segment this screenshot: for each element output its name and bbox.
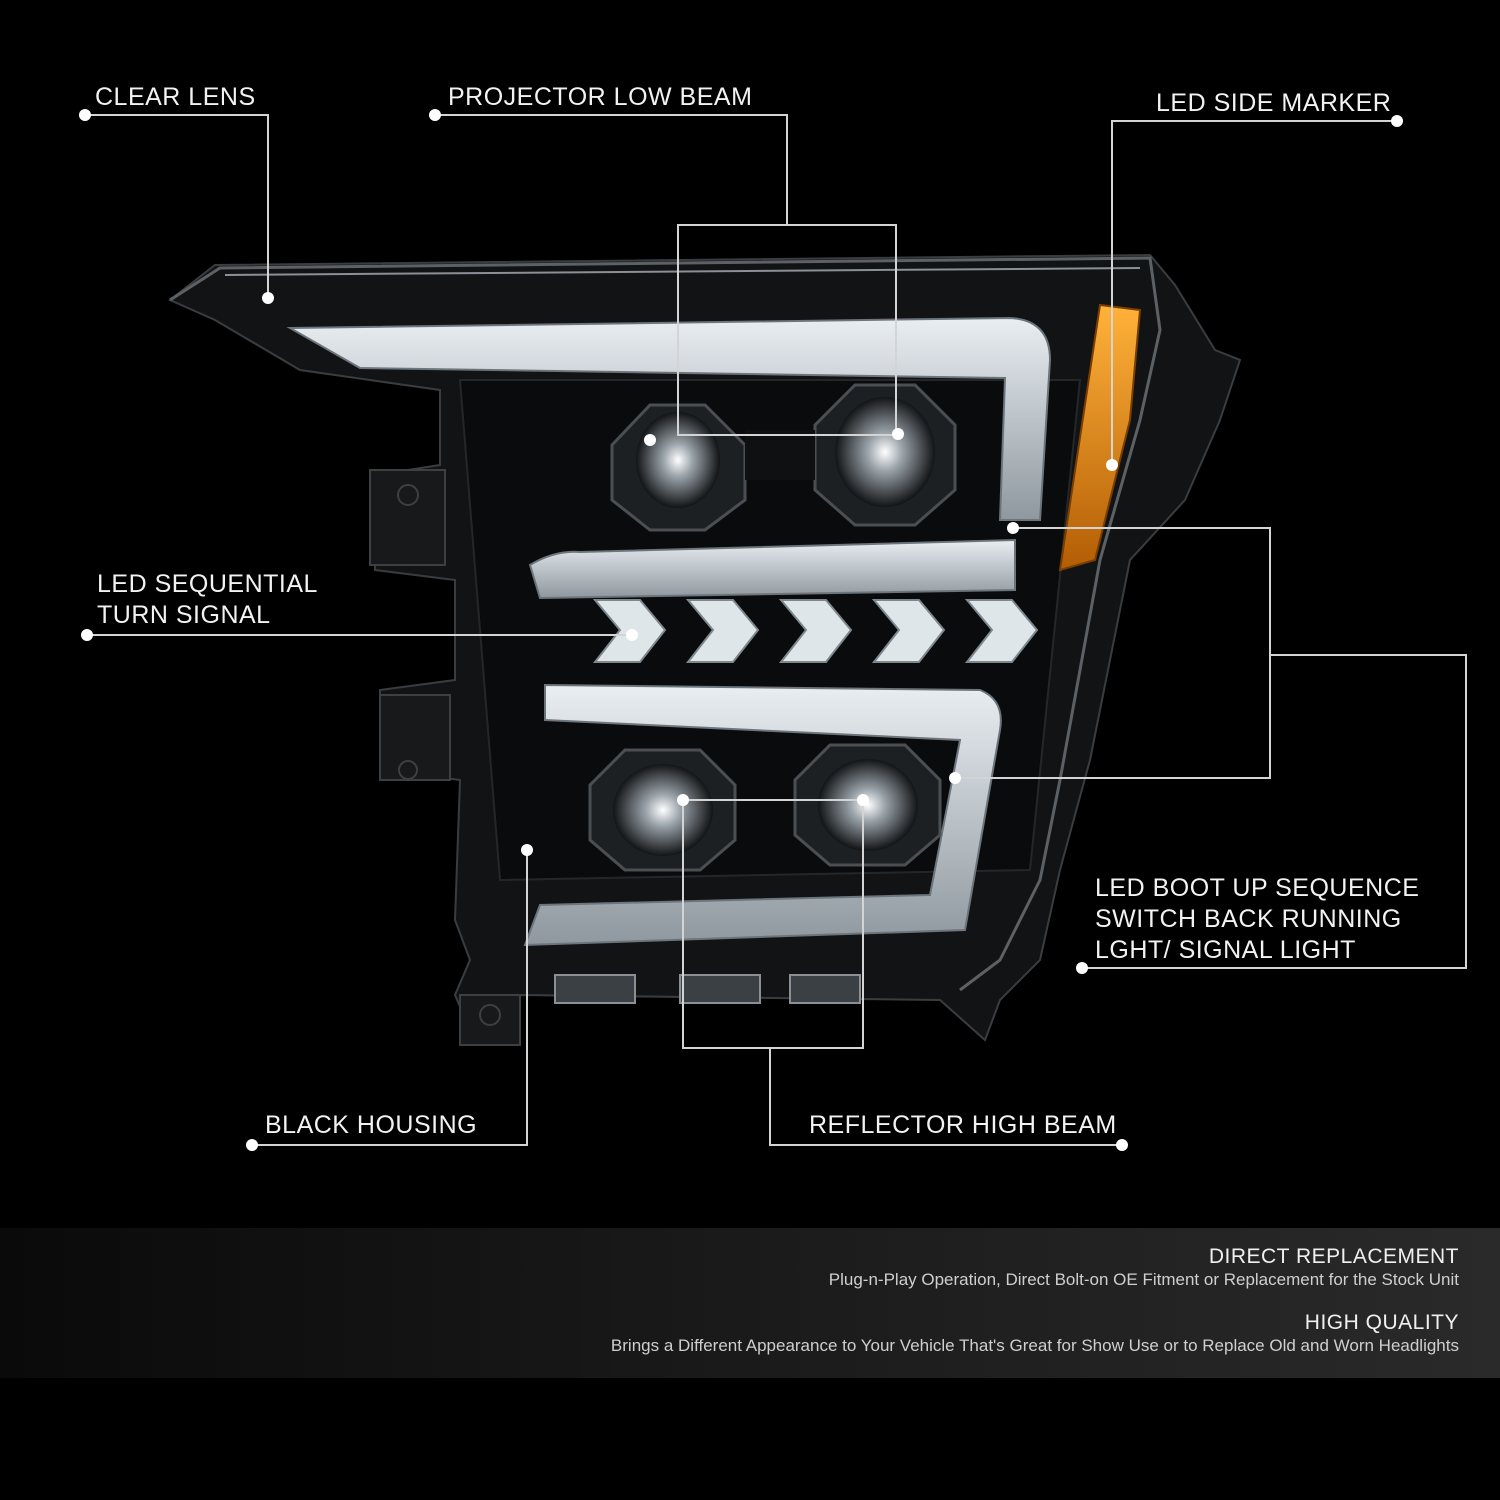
leader-lines <box>85 114 1467 1146</box>
callout-black-housing: BLACK HOUSING <box>265 1111 478 1139</box>
callout-led-sequential-turn-signal: LED SEQUENTIAL TURN SIGNAL <box>97 570 318 629</box>
callout-led-boot-up-sequence: LED BOOT UP SEQUENCE SWITCH BACK RUNNING… <box>1095 874 1420 964</box>
sequential-turn-chevrons <box>592 599 1039 663</box>
feature-title-high-quality: HIGH QUALITY <box>1304 1311 1459 1334</box>
clear-lens-edge <box>169 256 1162 992</box>
drl-middle-bar <box>528 538 1016 600</box>
projector-low-beam-lenses <box>610 383 957 532</box>
callout-clear-lens: CLEAR LENS <box>95 83 256 111</box>
callout-reflector-high-beam: REFLECTOR HIGH BEAM <box>809 1111 1117 1139</box>
reflector-high-beam-lenses <box>588 743 942 872</box>
led-side-marker-amber <box>1058 303 1142 572</box>
callout-projector-low-beam: PROJECTOR LOW BEAM <box>448 83 753 111</box>
callout-led-side-marker: LED SIDE MARKER <box>1156 89 1392 117</box>
feature-desc-high-quality: Brings a Different Appearance to Your Ve… <box>610 1336 1459 1355</box>
feature-title-direct-replacement: DIRECT REPLACEMENT <box>1208 1245 1459 1268</box>
drl-top-bar <box>286 316 1052 521</box>
leader-dots <box>79 109 1403 1151</box>
feature-band <box>0 1228 1500 1378</box>
feature-desc-direct-replacement: Plug-n-Play Operation, Direct Bolt-on OE… <box>828 1270 1459 1289</box>
drl-lower-bar <box>523 683 1002 947</box>
